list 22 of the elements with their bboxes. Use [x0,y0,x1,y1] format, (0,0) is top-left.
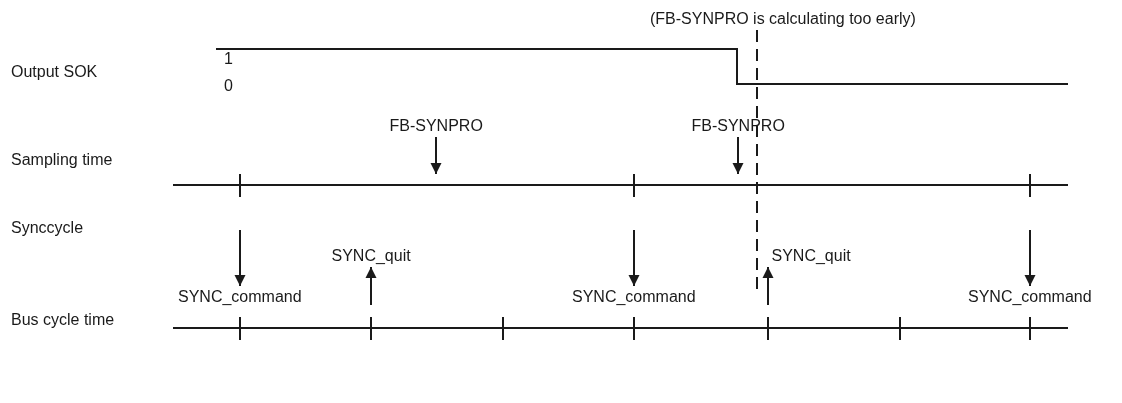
signal-level-label: 1 [224,50,233,68]
event-label: SYNC_quit [771,247,851,265]
event-label: SYNC_command [968,288,1092,306]
event-label: SYNC_quit [331,247,411,265]
signal-level-label: 0 [224,77,233,95]
annotation-text: (FB-SYNPRO is calculating too early) [650,10,916,28]
arrow [365,266,377,306]
arrow [628,229,640,287]
arrow [762,266,774,306]
time-axis [172,173,1069,198]
arrow [234,229,246,287]
row-label: Sampling time [11,151,113,169]
row-label: Output SOK [11,63,98,81]
arrow [1024,229,1036,287]
arrow [430,136,442,175]
row-label: Bus cycle time [11,311,115,329]
event-label: FB-SYNPRO [389,117,483,135]
event-label: FB-SYNPRO [691,117,785,135]
arrow [732,136,744,175]
row-label: Synccycle [11,219,84,237]
event-label: SYNC_command [572,288,696,306]
event-label: SYNC_command [178,288,302,306]
